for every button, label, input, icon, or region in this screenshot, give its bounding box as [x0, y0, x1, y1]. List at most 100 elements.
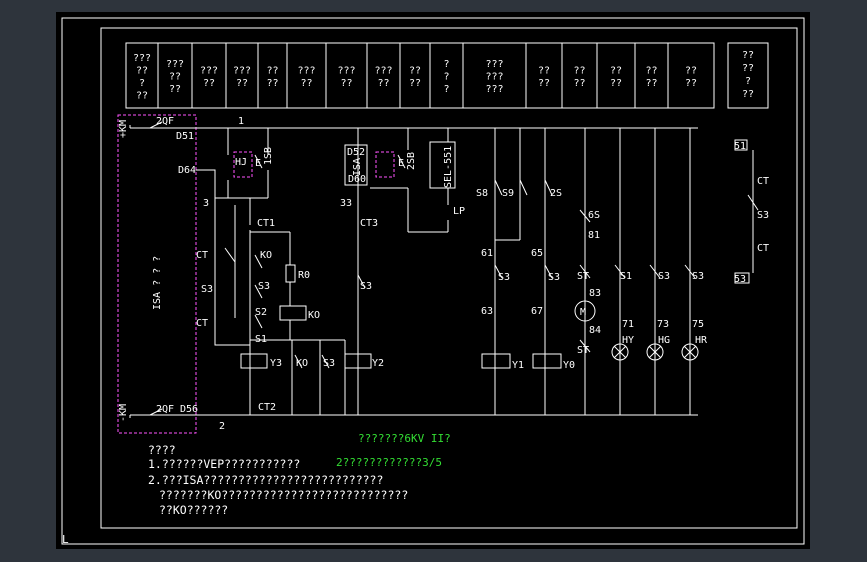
kcm-top-label: +KM	[118, 120, 129, 138]
header-cell-10-text-1: ?	[443, 59, 449, 70]
header-cell-6-text-2: ??	[300, 78, 312, 89]
header-cell-5-text-1: ??	[266, 65, 278, 76]
inner-frame	[100, 27, 798, 529]
green-note-1: ???????6KV II?	[358, 432, 451, 445]
isa-device-label: ISA ? ? ?	[152, 256, 163, 310]
header-cell-8-text-1: ???	[374, 65, 392, 76]
header-cell-16-text-2: ??	[685, 78, 697, 89]
y2-label: Y2	[372, 358, 384, 369]
header-cell-10-text-2: ?	[443, 72, 449, 83]
y3-label: Y3	[270, 358, 282, 369]
right-cell-text-4: ??	[742, 89, 754, 100]
header-cell-12-text-2: ??	[538, 78, 550, 89]
qf-top-label: 2QF	[156, 116, 174, 127]
header-cell-7-text-2: ??	[340, 78, 352, 89]
header-cell-1-text-3: ?	[139, 78, 145, 89]
right-control-branches	[481, 128, 699, 415]
ct-label-4: CT	[757, 243, 769, 254]
s3-label-2: S3	[258, 281, 270, 292]
right-header-text: ???????	[742, 50, 754, 100]
header-cell-2-text-2: ??	[169, 72, 181, 83]
header-cell-9-text-2: ??	[409, 78, 421, 89]
node-3-label: 3	[203, 198, 209, 209]
note-line-3: ???????KO???????????????????????????	[159, 488, 408, 502]
isa-device-box	[117, 114, 197, 434]
ko-label-3: KO	[296, 358, 308, 369]
node-81-label: 81	[588, 230, 600, 241]
green-note-2: 2????????????3/5	[336, 456, 442, 469]
header-cell-8-text-2: ??	[377, 78, 389, 89]
r0-label: R0	[298, 270, 310, 281]
sel-label: SEL-551	[443, 146, 454, 188]
e1-label: E	[255, 158, 261, 169]
node-1-label: 1	[238, 116, 244, 127]
r53-label: 53	[734, 274, 746, 285]
qf-bottom-label: 2QF	[156, 404, 174, 415]
d51-label: D51	[176, 131, 194, 142]
header-cell-6-text-1: ???	[297, 65, 315, 76]
s1-label-1: S1	[255, 334, 267, 345]
ko-label-2: KO	[308, 310, 320, 321]
header-cell-4-text-2: ??	[236, 78, 248, 89]
right-header-cell	[727, 42, 769, 109]
header-cell-2-text-1: ???	[166, 59, 184, 70]
header-cell-10-text-3: ?	[443, 84, 449, 95]
header-cell-13-text-2: ??	[573, 78, 585, 89]
st-label-1: ST	[577, 271, 589, 282]
node-67-label: 67	[531, 306, 543, 317]
power-buses	[129, 121, 698, 418]
d56-label: D56	[180, 404, 198, 415]
r51-label: 51	[734, 141, 746, 152]
outer-frame	[61, 17, 805, 545]
header-cell-16	[667, 42, 715, 109]
ct3-label: CT3	[360, 218, 378, 229]
node-83-label: 83	[589, 288, 601, 299]
isa2-label: ISA	[352, 158, 363, 176]
header-cell-4-text-1: ???	[233, 65, 251, 76]
s1-label-2: S1	[620, 271, 632, 282]
left-control-circuit	[196, 128, 456, 415]
s8-label: S8	[476, 188, 488, 199]
header-cell-14-text-1: ??	[610, 65, 622, 76]
sb2-label: 2SB	[406, 152, 417, 170]
hr-label: HR	[695, 335, 708, 346]
s9-label: S9	[502, 188, 514, 199]
s2-label: S2	[255, 307, 267, 318]
header-cell-15-text-2: ??	[645, 78, 657, 89]
header-cell-9-text-1: ??	[409, 65, 421, 76]
s3-label-4: S3	[360, 281, 372, 292]
header-cell-13-text-1: ??	[573, 65, 585, 76]
s3-label-6: S3	[548, 272, 560, 283]
header-cell-2-text-3: ??	[169, 84, 181, 95]
s6-label: 6S	[588, 210, 600, 221]
s3-label-1: S3	[201, 284, 213, 295]
node-84-label: 84	[589, 325, 601, 336]
e2-label: E	[398, 158, 404, 169]
header-cell-1-text-1: ???	[133, 53, 151, 64]
header-table: ????????????????????????????????????????…	[125, 42, 715, 109]
s3-label-3: S3	[323, 358, 335, 369]
y1-label: Y1	[512, 360, 524, 371]
header-cell-11-text-1: ???	[485, 59, 503, 70]
header-cell-15-text-1: ??	[645, 65, 657, 76]
note-line-4: ??KO??????	[159, 503, 228, 517]
node-2-label: 2	[219, 421, 225, 432]
note-title: ????	[148, 443, 176, 457]
node-61-label: 61	[481, 248, 493, 259]
d64-label: D64	[178, 165, 196, 176]
d60-label: D60	[348, 174, 366, 185]
y0-label: Y0	[563, 360, 575, 371]
header-cell-14-text-2: ??	[610, 78, 622, 89]
d52-label: D52	[347, 147, 365, 158]
ct-label-1: CT	[196, 250, 208, 261]
header-cell-11-text-3: ???	[485, 84, 503, 95]
s2b-label: 2S	[550, 188, 562, 199]
node-65-label: 65	[531, 248, 543, 259]
header-cell-5-text-2: ??	[266, 78, 278, 89]
node-33-label: 33	[340, 198, 352, 209]
right-cell-text-2: ??	[742, 63, 754, 74]
header-cell-3-text-2: ??	[203, 78, 215, 89]
ct1-label: CT1	[257, 218, 275, 229]
